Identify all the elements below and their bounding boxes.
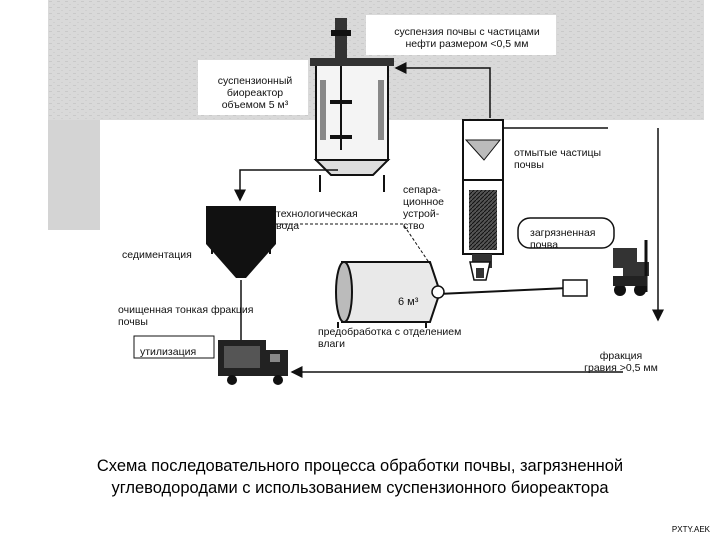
process-water-dashed [260, 223, 431, 265]
label-fine-fraction: очищенная тонкая фракция почвы [118, 304, 254, 328]
label-bioreactor: суспензионный биореактор объемом 5 м³ [217, 75, 293, 111]
label-contaminated-soil: загрязненная почва [530, 227, 596, 251]
watermark: PXTY.AEK [671, 525, 710, 534]
bioreactor-to-sedimentation [234, 169, 338, 202]
label-disposal: утилизация [140, 346, 197, 358]
label-soil-suspension: суспензия почвы с частицами нефти размер… [394, 26, 540, 50]
label-washed-particles: отмытые частицы почвы [514, 147, 602, 171]
process-diagram [48, 0, 704, 432]
forklift [613, 240, 649, 296]
label-sedimentation: седиментация [122, 249, 192, 261]
label-volume-6m3: 6 м³ [398, 296, 419, 308]
label-pretreatment: предобработка с отделением влаги [318, 326, 462, 350]
suspension-flow-line [394, 62, 491, 118]
conveyor [437, 287, 569, 295]
bioreactor-vessel [310, 18, 394, 192]
contaminated-soil-box [517, 217, 615, 249]
separator-column [462, 119, 504, 268]
figure-caption: Схема последовательного процесса обработ… [96, 457, 624, 497]
label-gravel-fraction: фракция гравия >0,5 мм [584, 350, 658, 374]
label-separator: сепара- ционное устрой- ство [403, 184, 444, 232]
label-process-water: технологическая вода [276, 208, 358, 232]
sedimentation-tank [206, 206, 276, 278]
pretreatment-drum [335, 261, 445, 328]
disposal-truck [133, 335, 288, 385]
